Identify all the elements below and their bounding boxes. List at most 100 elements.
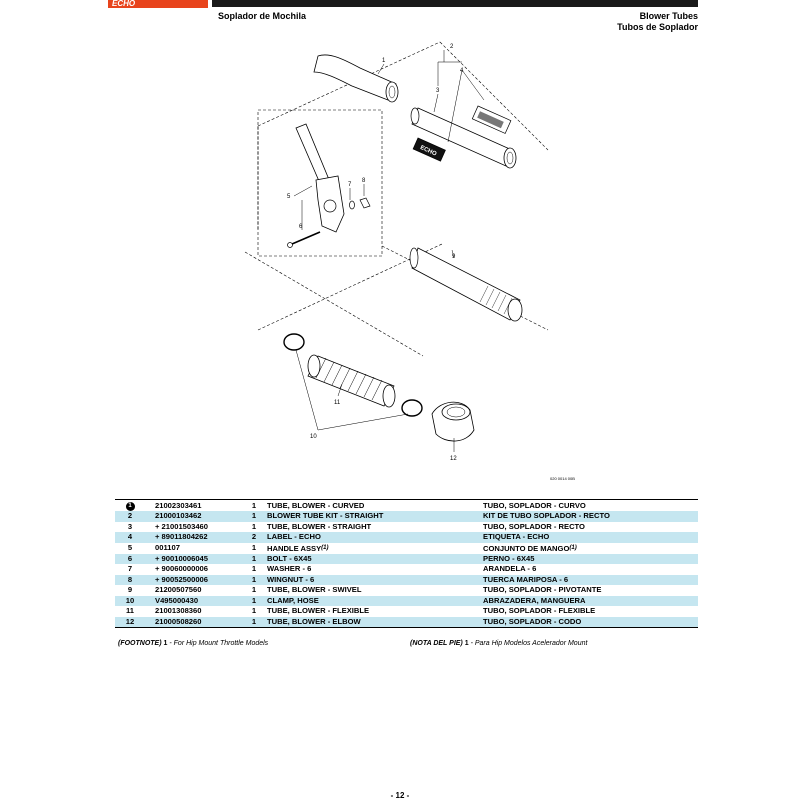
quantity: 1 [241,616,267,628]
description-english: TUBE, BLOWER - ELBOW [267,616,483,628]
ref-number: 7 [127,564,133,574]
wingnut-part [359,197,371,209]
ref-number: 11 [125,606,135,616]
description-spanish: TUBO, SOPLADOR - CODO [483,616,698,628]
section-title: Blower Tubes Tubos de Soplador [617,11,698,33]
description-spanish-text: TUERCA MARIPOSA - 6 [483,574,569,584]
description-english: TUBE, BLOWER - CURVED [267,499,483,511]
footnote-label: (FOOTNOTE) [118,640,162,647]
part-number: + 21001503460 [155,521,209,531]
description-english-text: LABEL - ECHO [267,532,321,542]
description-spanish: TUBO, SOPLADOR - FLEXIBLE [483,606,698,617]
callout-8: 8 [362,178,366,184]
description-spanish: TUBO, SOPLADOR - PIVOTANTE [483,585,698,596]
callout-7: 7 [348,182,352,188]
description-english: BOLT - 6X45 [267,553,483,564]
description-english-text: WASHER - 6 [267,564,312,574]
footnote-marker: (1) [569,544,577,551]
description-spanish-text: PERNO - 6X45 [483,553,535,563]
bolt-part [287,231,321,248]
callout-1: 1 [382,58,386,64]
description-english-text: WINGNUT - 6 [267,574,315,584]
description-english-text: TUBE, BLOWER - STRAIGHT [267,521,372,531]
ref-number: 10 [115,595,145,606]
description-english: TUBE, BLOWER - STRAIGHT [267,522,483,533]
washer-part [349,200,355,210]
quantity: 1 [251,606,257,616]
section-title-english: Blower Tubes [639,11,698,21]
footnote-text: - For Hip Mount Throttle Models [169,640,269,647]
ref-number: 3 [127,521,133,531]
part-number: + 90060000006 [155,564,209,574]
quantity: 1 [251,564,257,574]
description-spanish: TUERCA MARIPOSA - 6 [483,574,698,585]
echo-label-part: ECHO [412,105,512,162]
description-english-text: BOLT - 6X45 [267,553,312,563]
quantity: 1 [241,499,267,511]
drawing-code: 020 0014 00B [550,476,575,481]
quantity: 1 [241,595,267,606]
header-bar [212,0,698,7]
ref-number: 8 [115,574,145,585]
echo-logo: ECHO [108,0,208,8]
ref-number: 1 [115,499,145,511]
part-number: 21200507560 [155,585,202,595]
quantity: 1 [251,585,257,595]
description-english-text: TUBE, BLOWER - CURVED [267,500,365,510]
quantity: 1 [241,511,267,522]
part-number: 001107 [155,543,180,552]
exploded-parts-diagram: ECHO [244,41,575,481]
description-spanish-text: TUBO, SOPLADOR - CURVO [483,500,586,510]
description-spanish-text: TUBO, SOPLADOR - PIVOTANTE [483,585,602,595]
part-number: + 90010006045 [145,553,241,564]
footnote-label: (NOTA DEL PIE) [410,640,463,647]
description-spanish: TUBO, SOPLADOR - RECTO [483,522,698,533]
callout-2: 2 [450,44,454,50]
description-spanish-text: TUBO, SOPLADOR - FLEXIBLE [483,606,596,616]
description-spanish: KIT DE TUBO SOPLADOR - RECTO [483,511,698,522]
description-english-text: TUBE, BLOWER - ELBOW [267,616,361,626]
quantity: 1 [241,553,267,564]
hose-clamp-part [283,333,423,417]
description-english: BLOWER TUBE KIT - STRAIGHT [267,511,483,522]
description-english-text: CLAMP, HOSE [267,595,319,605]
callout-12: 12 [450,456,457,462]
ref-number: 5 [127,543,133,552]
curved-tube-part [313,54,399,103]
description-english: WASHER - 6 [267,564,483,575]
quantity: 1 [241,574,267,585]
callout-4: 4 [460,68,464,74]
description-english: CLAMP, HOSE [267,595,483,606]
page-title-spanish: Soplador de Mochila [218,11,307,21]
description-spanish: ETIQUETA - ECHO [483,532,698,543]
footnote-spanish: (NOTA DEL PIE) 1 - Para Hip Modelos Acel… [410,640,587,647]
description-spanish: ARANDELA - 6 [483,564,698,575]
part-number: + 90052500006 [145,574,241,585]
description-spanish: PERNO - 6X45 [483,553,698,564]
description-english: LABEL - ECHO [267,532,483,543]
ref-number: 6 [115,553,145,564]
description-spanish-text: ARANDELA - 6 [483,564,537,574]
ref-number: 2 [115,511,145,522]
elbow-tube-part [431,401,475,442]
description-spanish-text: CONJUNTO DE MANGO [483,543,570,553]
page-number: - 12 - [390,791,410,800]
footnote-number: 1 [163,640,168,647]
flexible-tube-part [307,354,396,408]
ref-number: 4 [115,532,145,543]
footnote-text: - Para Hip Modelos Acelerador Mount [470,640,588,647]
swivel-tube-part [409,247,523,322]
description-spanish: ABRAZADERA, MANGUERA [483,595,698,606]
section-title-spanish: Tubos de Soplador [617,22,698,32]
